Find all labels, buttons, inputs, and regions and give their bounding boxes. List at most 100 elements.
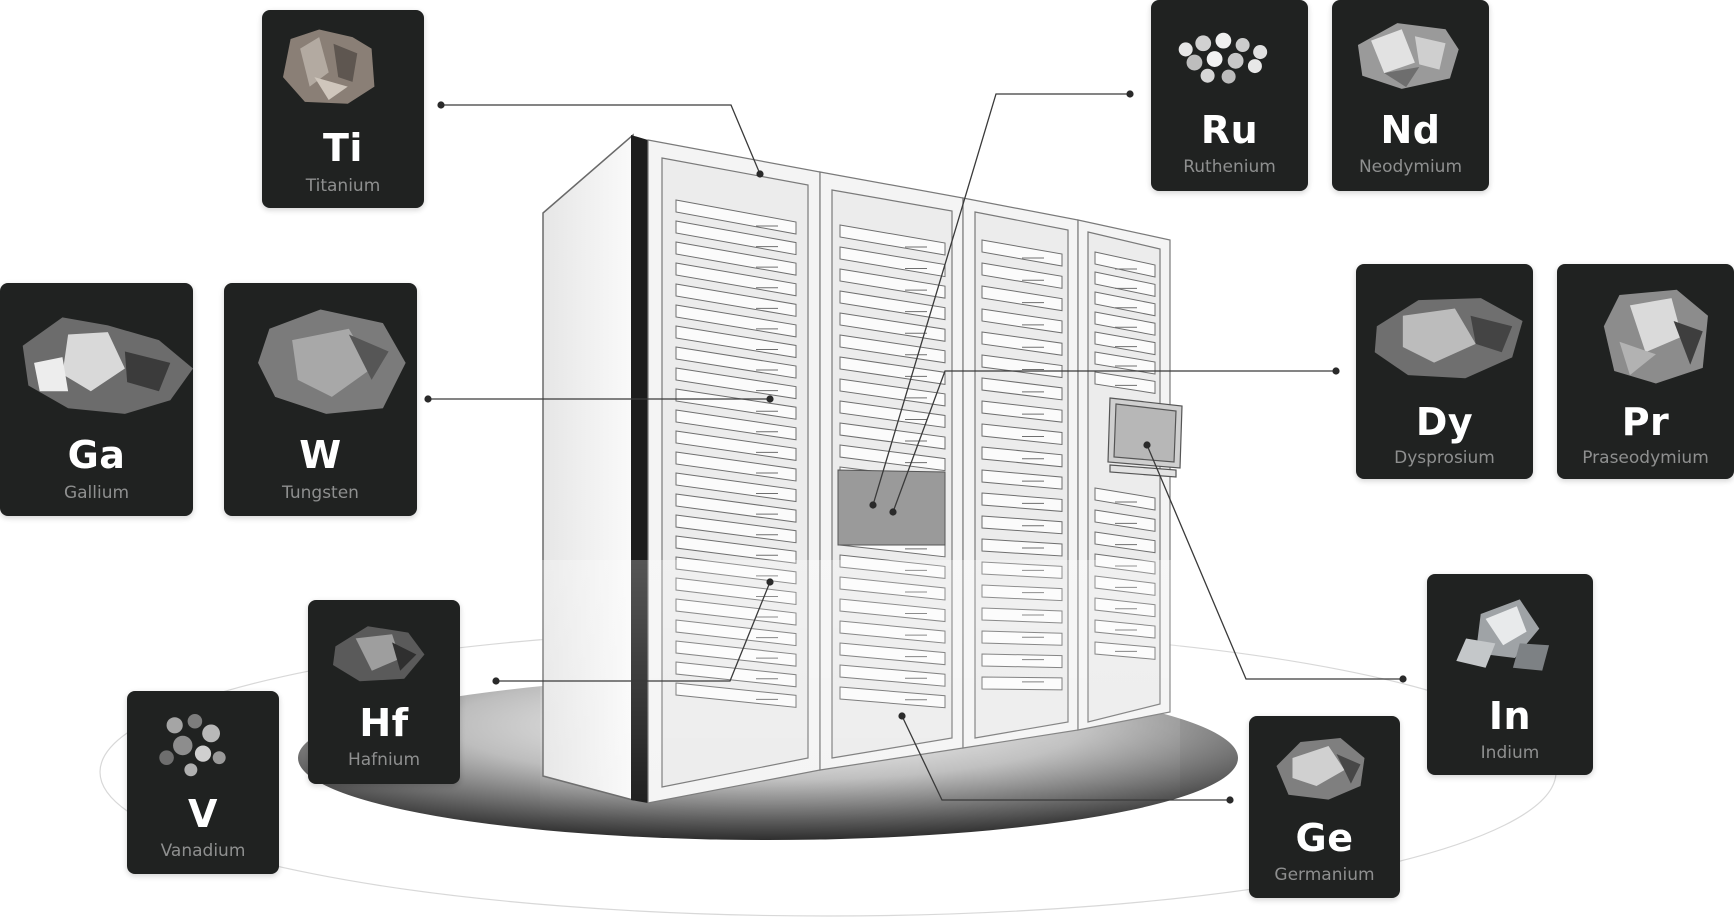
element-card-gallium: Ga Gallium bbox=[0, 283, 193, 516]
server-unit bbox=[1094, 371, 1156, 394]
element-name: Dysprosium bbox=[1394, 448, 1495, 468]
server-unit bbox=[981, 446, 1063, 468]
server-unit bbox=[1094, 487, 1156, 511]
connector-dot-ru-start bbox=[1126, 90, 1134, 98]
element-symbol: W bbox=[299, 433, 342, 477]
element-symbol: Ti bbox=[323, 126, 363, 170]
server-unit bbox=[839, 356, 946, 385]
element-symbol: Pr bbox=[1621, 400, 1670, 444]
connector-line-in bbox=[1146, 444, 1403, 680]
server-unit bbox=[1094, 271, 1156, 298]
element-symbol: Ga bbox=[67, 433, 126, 477]
connector-dot-in-start bbox=[1399, 675, 1407, 683]
connector-dot-hf-start bbox=[492, 677, 500, 685]
gallium-crystal-icon bbox=[0, 293, 193, 427]
server-unit bbox=[981, 492, 1063, 512]
connector-dot-in-end bbox=[1143, 441, 1151, 449]
element-name: Gallium bbox=[63, 483, 130, 503]
element-symbol: In bbox=[1488, 694, 1532, 738]
server-unit bbox=[981, 423, 1063, 446]
element-card-neodymium: Nd Neodymium bbox=[1332, 0, 1489, 191]
element-card-praseodymium: Pr Praseodymium bbox=[1557, 264, 1734, 479]
server-unit bbox=[839, 378, 946, 407]
server-unit bbox=[1094, 311, 1156, 336]
server-unit bbox=[981, 239, 1063, 267]
element-name: Vanadium bbox=[160, 841, 246, 861]
connector-line-ge bbox=[901, 715, 1230, 801]
rack-monitor bbox=[1107, 397, 1183, 478]
element-card-hafnium: Hf Hafnium bbox=[308, 600, 460, 784]
connector-dots bbox=[424, 90, 1407, 804]
server-unit bbox=[1094, 331, 1156, 356]
server-unit bbox=[1094, 531, 1156, 554]
element-card-ruthenium: Ru Ruthenium bbox=[1151, 0, 1308, 191]
connector-line-hf bbox=[496, 581, 771, 682]
server-unit bbox=[839, 246, 946, 278]
server-unit bbox=[839, 268, 946, 299]
server-unit bbox=[839, 312, 946, 342]
element-name: Germanium bbox=[1274, 865, 1375, 885]
connector-line-ti bbox=[441, 104, 761, 175]
rack-highlight-block bbox=[837, 469, 946, 546]
element-name: Titanium bbox=[305, 176, 381, 196]
element-symbol: Nd bbox=[1380, 108, 1441, 152]
server-unit bbox=[981, 262, 1063, 289]
element-card-dysprosium: Dy Dysprosium bbox=[1356, 264, 1533, 479]
server-unit bbox=[981, 400, 1063, 423]
praseodymium-crystal-icon bbox=[1557, 274, 1734, 394]
element-symbol: Dy bbox=[1415, 400, 1474, 444]
server-unit bbox=[1094, 291, 1156, 317]
element-card-tungsten: W Tungsten bbox=[224, 283, 417, 516]
connector-dot-ti-end bbox=[756, 170, 764, 178]
element-card-titanium: Ti Titanium bbox=[262, 10, 424, 208]
server-unit bbox=[839, 444, 946, 472]
server-unit bbox=[675, 430, 797, 461]
element-symbol: Ge bbox=[1295, 816, 1354, 860]
server-unit bbox=[981, 377, 1063, 401]
server-unit bbox=[981, 515, 1063, 535]
server-unit bbox=[981, 308, 1063, 334]
server-unit bbox=[1094, 509, 1156, 532]
connector-dot-dy-start bbox=[1332, 367, 1340, 375]
indium-crystal-icon bbox=[1427, 584, 1593, 688]
ruthenium-crystal-icon bbox=[1151, 10, 1308, 102]
element-card-indium: In Indium bbox=[1427, 574, 1593, 775]
server-unit bbox=[675, 493, 797, 523]
server-unit bbox=[981, 354, 1063, 379]
server-unit bbox=[839, 400, 946, 429]
server-unit bbox=[981, 285, 1063, 312]
titanium-crystal-icon bbox=[262, 20, 424, 120]
connector-dot-ge-end bbox=[898, 712, 906, 720]
server-unit bbox=[1094, 351, 1156, 375]
connector-line-dy bbox=[892, 370, 1336, 513]
connector-dot-ru-end bbox=[869, 501, 877, 509]
server-unit bbox=[675, 451, 797, 482]
server-unit bbox=[839, 290, 946, 321]
element-card-germanium: Ge Germanium bbox=[1249, 716, 1400, 898]
connector-dot-ti-start bbox=[437, 101, 445, 109]
server-unit bbox=[675, 409, 797, 441]
connector-dot-ge-start bbox=[1226, 796, 1234, 804]
element-card-vanadium: V Vanadium bbox=[127, 691, 279, 874]
hafnium-crystal-icon bbox=[308, 610, 460, 695]
server-unit bbox=[675, 472, 797, 503]
connector-dot-dy-end bbox=[889, 508, 897, 516]
element-name: Neodymium bbox=[1358, 157, 1463, 177]
element-name: Hafnium bbox=[347, 750, 421, 770]
neodymium-crystal-icon bbox=[1332, 10, 1489, 102]
connector-dot-w-end bbox=[766, 395, 774, 403]
element-symbol: Ru bbox=[1200, 108, 1259, 152]
connector-dot-hf-end bbox=[766, 578, 774, 586]
server-unit bbox=[981, 538, 1063, 557]
server-unit bbox=[981, 469, 1063, 490]
tungsten-crystal-icon bbox=[224, 293, 417, 427]
connector-dot-w-start bbox=[424, 395, 432, 403]
server-unit bbox=[981, 331, 1063, 356]
dysprosium-crystal-icon bbox=[1356, 274, 1533, 394]
element-name: Indium bbox=[1480, 743, 1540, 763]
connector-line-ru bbox=[872, 93, 1130, 506]
connector-lines bbox=[428, 93, 1403, 801]
element-symbol: Hf bbox=[359, 701, 409, 745]
